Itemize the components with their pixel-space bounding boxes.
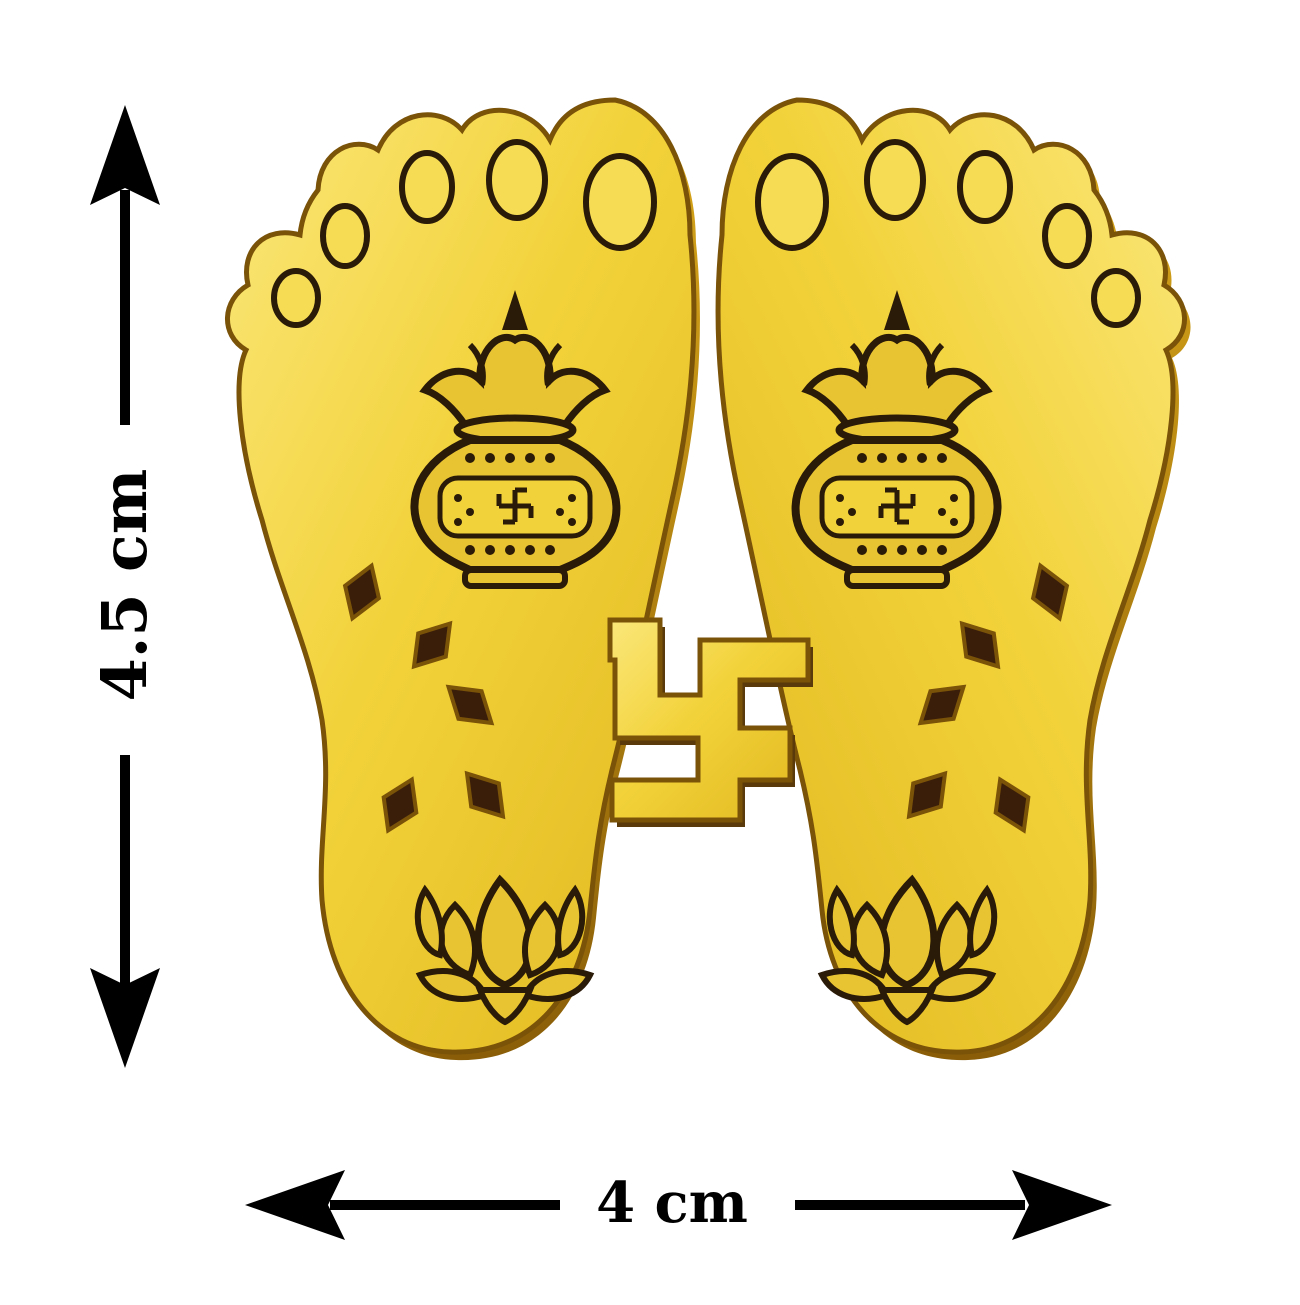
toe-icon [755, 153, 829, 251]
toe-icon [399, 150, 455, 224]
swastika-icon [607, 617, 813, 827]
height-label: 4.5 cm [88, 468, 161, 702]
toe-icon [1042, 203, 1092, 269]
right-foot-toes [755, 139, 1141, 328]
toe-icon [271, 268, 321, 328]
toe-icon [1091, 268, 1141, 328]
toe-icon [583, 153, 657, 251]
toe-icon [320, 203, 370, 269]
left-foot-toes [271, 139, 657, 328]
toe-icon [486, 139, 548, 221]
toe-icon [864, 139, 926, 221]
width-label: 4 cm [596, 1170, 748, 1236]
right-foot [718, 100, 1191, 1061]
toe-icon [957, 150, 1013, 224]
width-dimension-arrow [245, 1170, 1112, 1240]
height-dimension-arrow [90, 105, 160, 1068]
left-foot [227, 100, 700, 1061]
